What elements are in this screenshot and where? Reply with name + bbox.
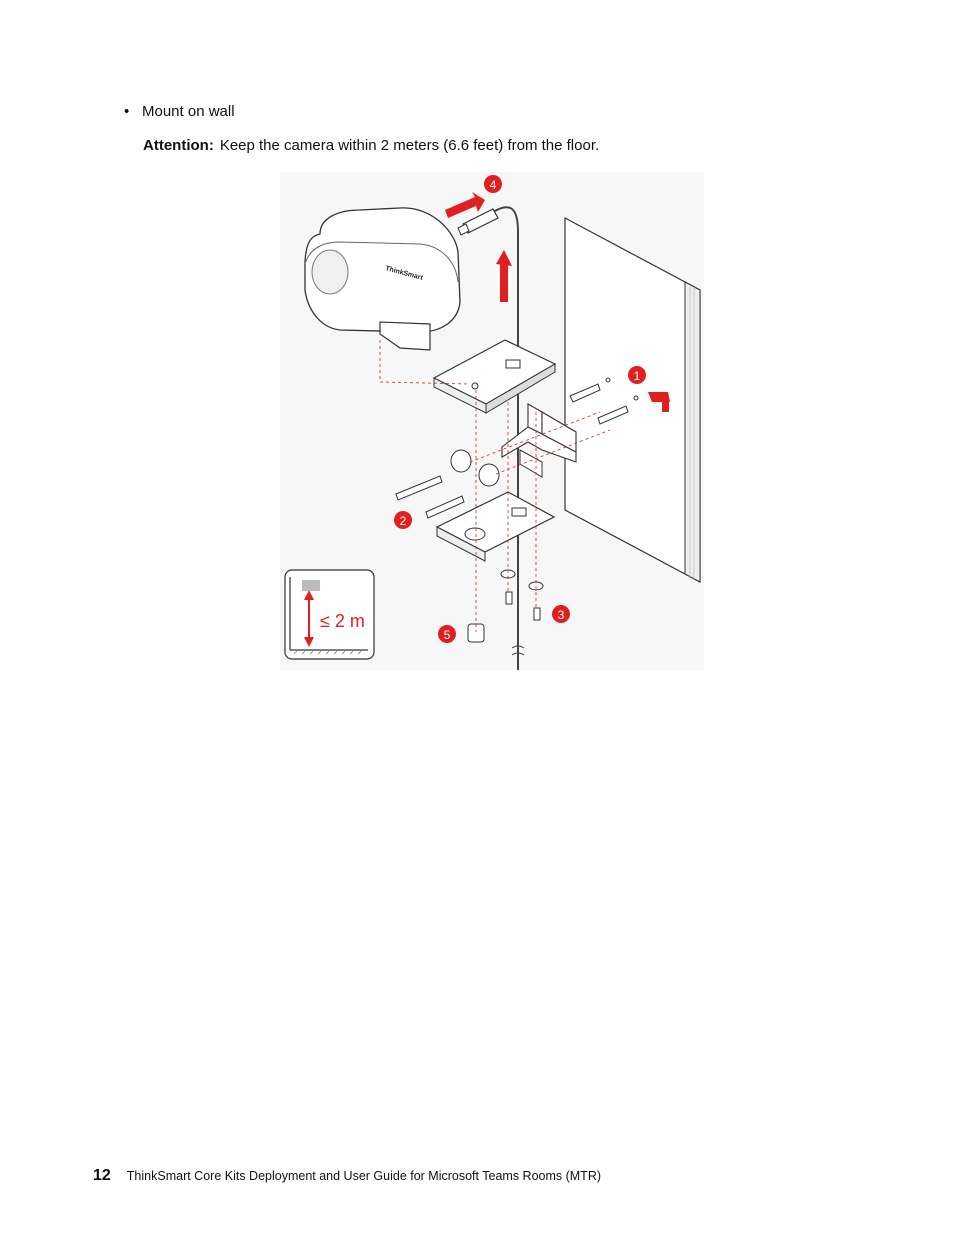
drill-icon <box>648 392 670 412</box>
page-number: 12 <box>93 1167 111 1184</box>
cable <box>492 206 525 670</box>
direction-arrows <box>445 192 512 302</box>
bullet-item: • Mount on wall <box>124 102 235 122</box>
attention-label: Attention: <box>143 137 214 154</box>
lower-hardware <box>467 569 544 643</box>
wall-bracket <box>501 403 577 478</box>
top-plate <box>432 339 557 414</box>
page-footer: 12 ThinkSmart Core Kits Deployment and Us… <box>93 1166 601 1186</box>
alignment-guides <box>379 340 611 632</box>
step-badge-2: 2 <box>394 511 412 529</box>
screws <box>395 449 500 519</box>
bottom-plate <box>435 491 556 562</box>
wall-mount-illustration: ThinkSmart <box>280 172 704 670</box>
usb-plug <box>457 208 499 236</box>
height-limit-label: ≤ 2 m <box>320 611 365 631</box>
camera: ThinkSmart <box>304 207 461 351</box>
step-badge-1: 1 <box>628 366 646 384</box>
step-2-label: 2 <box>400 514 407 528</box>
wall <box>564 217 701 583</box>
step-1-label: 1 <box>634 369 641 383</box>
footer-title: ThinkSmart Core Kits Deployment and User… <box>126 1169 602 1183</box>
attention-text: Keep the camera within 2 meters (6.6 fee… <box>219 137 600 154</box>
step-badge-5: 5 <box>438 625 456 643</box>
step-badge-4: 4 <box>484 175 502 193</box>
bullet-text: Mount on wall <box>142 103 235 120</box>
wall-anchors <box>569 377 639 425</box>
bullet-dot: • <box>124 103 130 120</box>
step-badge-3: 3 <box>552 605 570 623</box>
height-limit-inset: ≤ 2 m <box>284 569 375 660</box>
step-3-label: 3 <box>558 608 565 622</box>
step-4-label: 4 <box>490 178 497 192</box>
camera-symbol-icon <box>302 580 320 591</box>
step-5-label: 5 <box>444 628 451 642</box>
attention-note: Attention: Keep the camera within 2 meter… <box>143 136 599 156</box>
